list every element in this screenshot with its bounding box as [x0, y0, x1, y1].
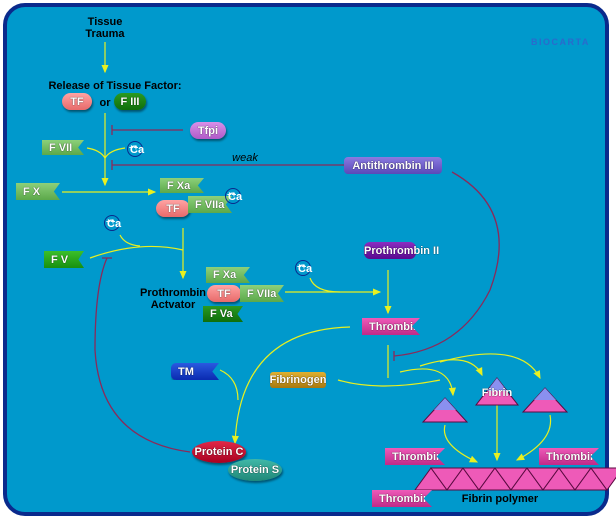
arrow-fibrin-mid — [419, 359, 483, 377]
biocarta-logo: BIOCARTA — [531, 37, 590, 47]
node-f3[interactable]: F III — [114, 93, 146, 110]
node-prothrombin-ii[interactable]: Prothrombin II — [364, 242, 439, 259]
node-f7[interactable]: F VII — [42, 140, 84, 155]
label-fibrin-polymer: Fibrin polymer — [461, 493, 539, 505]
node-thrombin-right[interactable]: Thrombin — [539, 448, 599, 465]
calcium-ion-2: Ca++ — [225, 188, 243, 204]
line-ca-fv — [119, 234, 141, 247]
label-weak: weak — [232, 152, 258, 164]
node-thrombin[interactable]: Thrombin — [362, 318, 420, 335]
line-fv — [89, 245, 184, 259]
fibrin-polymer-unit — [590, 467, 616, 491]
node-tf[interactable]: TF — [62, 93, 92, 110]
fibrin-monomer-mid — [474, 377, 520, 406]
node-f7a-2[interactable]: F VIIa — [240, 285, 284, 302]
node-fv[interactable]: F V — [44, 251, 84, 268]
line-f7-merge — [86, 147, 106, 159]
arrow-fibrin-left — [399, 368, 456, 397]
node-thrombin-bottom[interactable]: Thrombin — [372, 490, 432, 507]
node-fibrin[interactable]: Fibrin — [481, 387, 513, 399]
line-ca2 — [309, 277, 341, 293]
node-tf-2[interactable]: TF — [156, 200, 190, 217]
node-f7a-1[interactable]: F VIIa — [188, 196, 232, 213]
calcium-ion-1: Ca++ — [127, 141, 145, 157]
node-tf-3[interactable]: TF — [207, 285, 241, 302]
inhibit-proteinc-fv — [94, 257, 191, 453]
node-fva[interactable]: F Va — [203, 306, 243, 322]
label-tissue-trauma: Tissue Trauma — [85, 16, 125, 40]
label-release-tissue-factor: Release of Tissue Factor: — [48, 80, 182, 92]
node-thrombin-left[interactable]: Thrombin — [385, 448, 445, 465]
inhibit-antithrombin-weak — [111, 160, 345, 170]
calcium-ion-3: Ca++ — [104, 215, 122, 231]
line-fibrinogen-fibrin — [337, 379, 441, 387]
arrow-thrombin-proteinc — [231, 326, 351, 445]
label-or: or — [99, 97, 111, 109]
arrow-fibrin-right — [439, 353, 541, 380]
line-tm-proteinc — [219, 369, 239, 401]
node-tfpi[interactable]: Tfpi — [190, 122, 226, 139]
diagram-frame — [3, 3, 609, 516]
label-prothrombin-activator: Prothrombin Actvator — [140, 287, 206, 311]
node-tm[interactable]: TM — [171, 363, 219, 380]
node-fxa-2[interactable]: F Xa — [206, 267, 250, 283]
node-protein-c[interactable]: Protein C — [192, 441, 246, 463]
inhibit-antithrombin-thrombin — [393, 171, 500, 361]
calcium-ion-4: Ca++ — [295, 260, 313, 276]
arrow-poly-right — [515, 414, 552, 461]
arrow-poly-left — [443, 424, 479, 463]
line-ca-merge — [104, 147, 126, 159]
fibrin-polymer-triangles — [414, 467, 616, 491]
node-fxa-1[interactable]: F Xa — [160, 178, 204, 193]
node-fx[interactable]: F X — [16, 183, 60, 200]
node-protein-s[interactable]: Protein S — [228, 459, 282, 481]
node-fibrinogen[interactable]: Fibrinogen — [269, 372, 327, 388]
node-antithrombin-iii[interactable]: Antithrombin III — [344, 157, 442, 174]
inhibit-tfpi — [111, 125, 183, 135]
fibrin-monomers — [421, 377, 569, 423]
